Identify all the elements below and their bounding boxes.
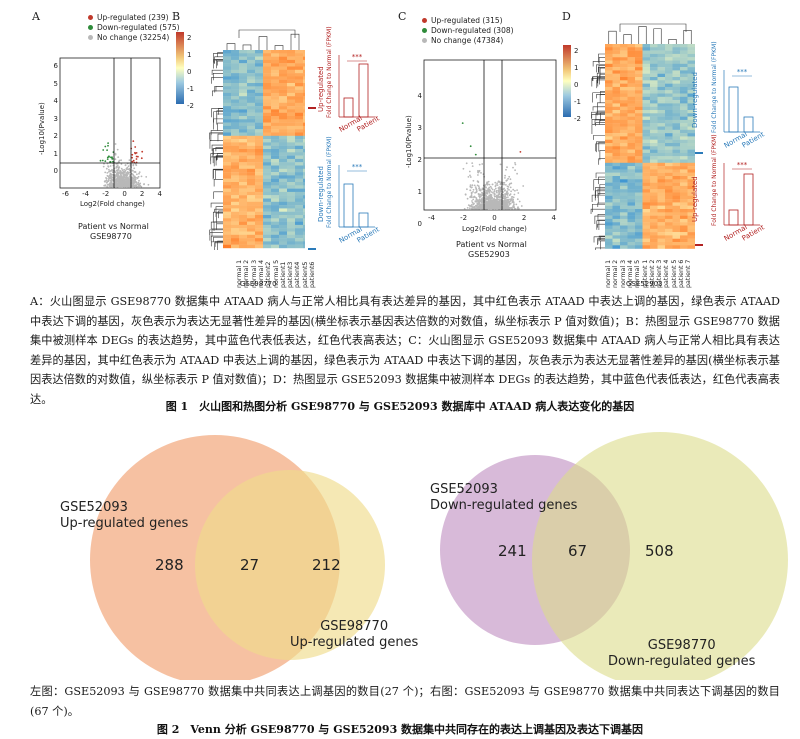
heatmap-b-down-label: Down-regulated bbox=[317, 166, 325, 222]
svg-text:***: *** bbox=[737, 68, 748, 76]
sample-label: patient 5 bbox=[670, 259, 678, 288]
gray-dot-icon bbox=[88, 34, 93, 40]
heatmap-d bbox=[590, 23, 695, 250]
heatmap-b-dataset: GSE98770 bbox=[240, 280, 277, 288]
sample-label: normal 1 bbox=[605, 259, 612, 288]
panel-label-d: D bbox=[562, 10, 571, 23]
heatmap-d-colorscale bbox=[563, 45, 571, 117]
bar-b-down-ylabel: Fold Change to Normal (FPKM) bbox=[326, 136, 333, 228]
venn-right-only-b: 508 bbox=[645, 542, 674, 560]
volcano-plot-c bbox=[423, 59, 557, 211]
legend-down: Down-regulated (308) bbox=[422, 25, 514, 35]
legend-up: Up-regulated (239) bbox=[88, 12, 180, 22]
heatmap-d-up-label: Up-regulated bbox=[691, 176, 699, 222]
panel-label-b: B bbox=[172, 10, 181, 23]
panel-label-a: A bbox=[32, 10, 40, 23]
venn-left-only-b: 212 bbox=[312, 556, 341, 574]
green-dot-icon bbox=[422, 27, 427, 33]
heatmap-b-up-mark bbox=[308, 107, 316, 109]
green-dot-icon bbox=[88, 24, 93, 30]
bar-b-up-ylabel: Fold Change to Normal (FPKM) bbox=[326, 26, 333, 118]
volcano-c-legend: Up-regulated (315) Down-regulated (308) … bbox=[422, 15, 514, 45]
svg-text:***: *** bbox=[352, 163, 363, 171]
sample-label: patient1 bbox=[279, 261, 287, 288]
heatmap-d-dataset: GSE52903 bbox=[626, 280, 663, 288]
sample-label: patient6 bbox=[309, 261, 316, 288]
heatmap-d-down-mark bbox=[695, 152, 703, 154]
volcano-a-ylabel: -Log10(Pvalue) bbox=[38, 102, 46, 155]
heatmap-b bbox=[209, 29, 305, 250]
volcano-a-caption2: GSE98770 bbox=[90, 232, 132, 241]
bar-d-down: *** bbox=[723, 68, 760, 133]
legend-nochange: No change (32254) bbox=[88, 32, 180, 42]
venn-diagrams bbox=[90, 432, 788, 680]
volcano-c-caption1: Patient vs Normal bbox=[456, 240, 527, 249]
legend-down: Down-regulated (575) bbox=[88, 22, 180, 32]
bar-d-up-ylabel: Fold Change to Normal (FPKM) bbox=[711, 134, 718, 226]
legend-up: Up-regulated (315) bbox=[422, 15, 514, 25]
svg-text:***: *** bbox=[352, 53, 363, 61]
bar-b-up: *** bbox=[338, 53, 375, 118]
heatmap-d-up-mark bbox=[695, 244, 703, 246]
venn-left-intersection: 27 bbox=[240, 556, 260, 574]
legend-nochange: No change (47384) bbox=[422, 35, 514, 45]
sample-label: patient 6 bbox=[678, 259, 685, 288]
figure-1-title: 图 1 火山图和热图分析 GSE98770 与 GSE52093 数据库中 AT… bbox=[165, 400, 635, 413]
volcano-plot-a bbox=[59, 57, 161, 189]
volcano-c-xlabel: Log2(Fold change) bbox=[462, 225, 527, 233]
volcano-a-caption1: Patient vs Normal bbox=[78, 222, 149, 231]
venn-right-circle-b bbox=[532, 432, 788, 680]
venn-left-only-a: 288 bbox=[155, 556, 184, 574]
volcano-c-caption2: GSE52903 bbox=[468, 250, 510, 259]
panel-label-c: C bbox=[398, 10, 407, 23]
bar-d-up: *** bbox=[723, 161, 760, 226]
svg-text:***: *** bbox=[737, 161, 748, 169]
heatmap-b-up-label: Up-regulated bbox=[317, 66, 325, 112]
bar-d-down-ylabel: Fold Change to Normal (FPKM) bbox=[711, 41, 718, 133]
volcano-a-legend: Up-regulated (239) Down-regulated (575) … bbox=[88, 12, 180, 42]
gray-dot-icon bbox=[422, 37, 427, 43]
heatmap-b-down-mark bbox=[308, 248, 316, 250]
figure-2-title: 图 2 Venn 分析 GSE98770 与 GSE52093 数据集中共同存在… bbox=[156, 723, 644, 736]
sample-label: patient5 bbox=[301, 261, 309, 288]
figure-2-caption: 左图：GSE52093 与 GSE98770 数据集中共同表达上调基因的数目(2… bbox=[30, 685, 780, 718]
heatmap-b-colorscale bbox=[176, 32, 184, 104]
sample-label: normal 2 bbox=[612, 259, 620, 288]
bar-b-down: *** bbox=[338, 163, 375, 228]
red-dot-icon bbox=[88, 14, 93, 20]
sample-label: patient 7 bbox=[685, 259, 693, 288]
heatmap-d-down-label: Down-regulated bbox=[691, 72, 699, 128]
volcano-a-xlabel: Log2(Fold change) bbox=[80, 200, 145, 208]
venn-right-only-a: 241 bbox=[498, 542, 527, 560]
red-dot-icon bbox=[422, 17, 427, 23]
venn-left-circle-b bbox=[195, 470, 385, 660]
venn-right-intersection: 67 bbox=[568, 542, 588, 560]
sample-label: patient4 bbox=[294, 261, 302, 288]
sample-label: patient 4 bbox=[663, 259, 671, 288]
figure-1-caption: A：火山图显示 GSE98770 数据集中 ATAAD 病人与正常人相比具有表达… bbox=[30, 295, 780, 406]
